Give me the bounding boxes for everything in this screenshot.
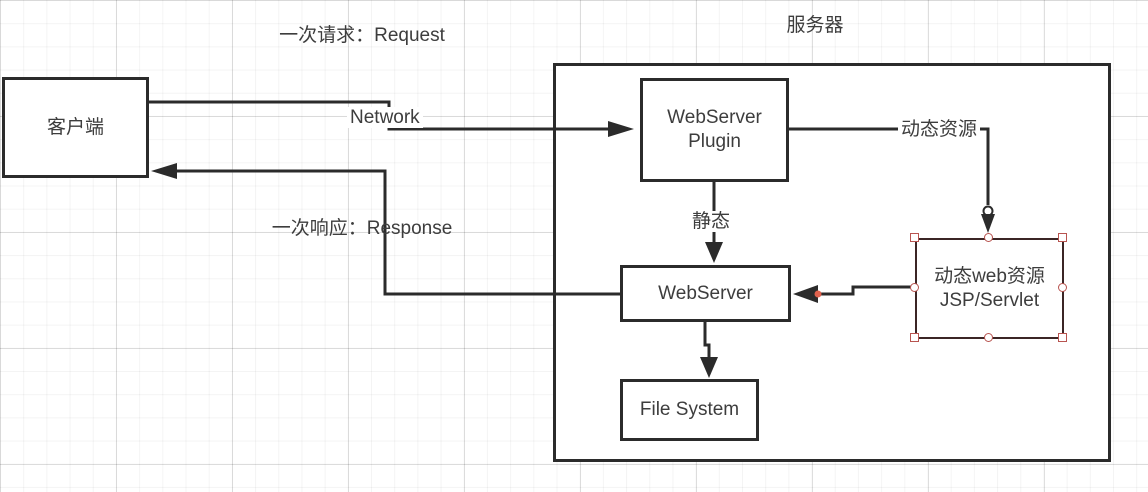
jsp-to-webserver-connector[interactable] (820, 285, 915, 296)
node-filesystem[interactable]: File System (620, 379, 759, 441)
selection-handle-top-mid[interactable] (984, 233, 993, 242)
node-client[interactable]: 客户端 (2, 77, 149, 178)
dynamic-resource-label: 动态资源 (898, 119, 981, 140)
selection-handle-bottom-mid[interactable] (984, 333, 993, 342)
server-title: 服务器 (786, 15, 844, 36)
node-dynamic-web-resource-label: 动态web资源 JSP/Servlet (934, 265, 1045, 313)
selection-handle-right-mid[interactable] (1058, 283, 1067, 292)
static-arrowhead-icon (705, 242, 723, 263)
jsp-to-webserver-arrowhead-icon (793, 285, 818, 303)
node-webserver-plugin-label: WebServer Plugin (667, 106, 762, 154)
static-label: 静态 (689, 211, 734, 232)
webserver-to-filesystem-arrowhead-icon (700, 357, 718, 378)
response-arrowhead-icon (151, 163, 177, 179)
selection-handle-left-mid[interactable] (910, 283, 919, 292)
request-label: 一次请求：Request (279, 25, 445, 46)
dynamic-arrowhead-icon (981, 214, 995, 233)
node-client-label: 客户端 (46, 116, 104, 138)
dynamic-connector[interactable] (788, 127, 990, 205)
webserver-to-filesystem-connector[interactable] (703, 322, 711, 359)
plugin-label-line1: WebServer (667, 107, 762, 128)
selection-handle-bottom-right[interactable] (1058, 333, 1067, 342)
network-label: Network (347, 107, 423, 128)
jsp-label-line1: 动态web资源 (934, 265, 1045, 287)
plugin-label-line2: Plugin (688, 131, 741, 152)
response-label: 一次响应：Response (271, 218, 453, 239)
jsp-label-line2: JSP/Servlet (939, 289, 1040, 311)
node-dynamic-web-resource[interactable]: 动态web资源 JSP/Servlet (915, 238, 1064, 339)
node-webserver-plugin[interactable]: WebServer Plugin (640, 78, 789, 182)
node-filesystem-label: File System (639, 399, 740, 420)
request-arrowhead-icon (608, 121, 634, 137)
selection-handle-top-left[interactable] (910, 233, 919, 242)
selection-handle-bottom-left[interactable] (910, 333, 919, 342)
node-webserver[interactable]: WebServer (620, 265, 791, 322)
node-webserver-label: WebServer (658, 282, 753, 304)
response-connector[interactable] (160, 169, 620, 296)
selection-handle-top-right[interactable] (1058, 233, 1067, 242)
connector-endpoint-dot[interactable] (814, 290, 822, 298)
